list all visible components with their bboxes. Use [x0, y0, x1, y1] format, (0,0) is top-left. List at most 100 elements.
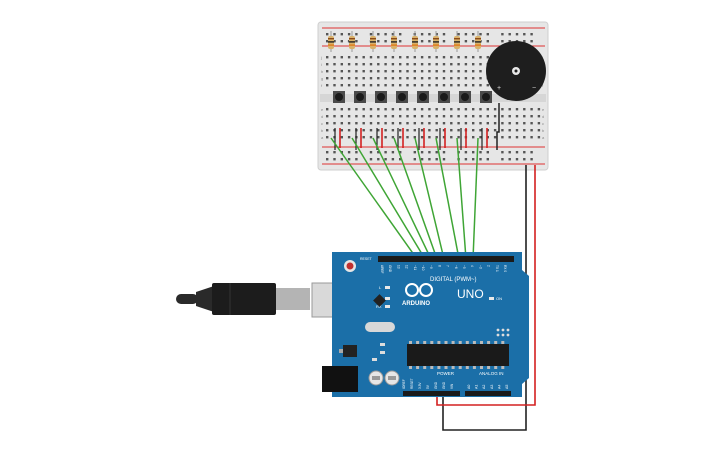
hole — [384, 129, 387, 132]
power-pin-label: GND — [442, 381, 446, 389]
hole — [384, 136, 387, 139]
hole — [493, 129, 497, 132]
pushbutton-cap[interactable] — [356, 93, 364, 101]
pushbutton-cap[interactable] — [461, 93, 469, 101]
hole — [442, 122, 446, 125]
power-header[interactable] — [403, 391, 460, 396]
usb-cable-tail — [176, 294, 198, 304]
hole — [384, 63, 387, 66]
analog-header[interactable] — [465, 391, 511, 396]
signal-wire[interactable] — [456, 137, 467, 260]
analog-pin-label: A5 — [505, 385, 509, 389]
hole — [479, 136, 482, 139]
hole — [326, 63, 329, 66]
row-letter: g — [321, 76, 323, 81]
hole — [523, 33, 526, 36]
hole — [530, 136, 533, 139]
hole — [523, 136, 526, 139]
hole — [464, 108, 468, 111]
signal-wires[interactable] — [330, 137, 479, 260]
resistor-band — [391, 41, 397, 43]
usb-cable[interactable] — [176, 282, 349, 318]
hole — [399, 56, 402, 59]
hole — [442, 84, 446, 87]
signal-wire[interactable] — [435, 137, 460, 260]
hole — [362, 56, 365, 59]
signal-wire[interactable] — [330, 137, 418, 260]
power-wire[interactable] — [436, 165, 536, 406]
hole — [384, 40, 387, 43]
reset-button-cap[interactable] — [346, 262, 354, 270]
power-jack[interactable] — [322, 366, 358, 392]
hole — [326, 56, 329, 59]
buzzer-minus-label: − — [532, 85, 536, 92]
signal-wire[interactable] — [372, 137, 432, 260]
hole — [472, 33, 475, 36]
digital-pin-label: ~6 — [454, 265, 458, 269]
signal-wire[interactable] — [393, 137, 438, 260]
pushbutton-group[interactable] — [333, 91, 492, 150]
smd-1 — [380, 343, 385, 346]
led-tx — [385, 297, 390, 300]
signal-wire[interactable] — [472, 137, 479, 260]
digital-pin-label: ~10 — [421, 265, 425, 271]
signal-wire[interactable] — [351, 137, 426, 260]
hole — [442, 115, 446, 118]
pushbutton-cap[interactable] — [398, 93, 406, 101]
hole — [523, 115, 526, 118]
hole — [523, 122, 526, 125]
atmega-chip — [407, 344, 509, 366]
hole — [508, 40, 511, 43]
hole — [486, 158, 489, 161]
hole — [428, 129, 431, 132]
pushbutton-cap[interactable] — [377, 93, 385, 101]
hole — [340, 33, 343, 36]
hole — [406, 70, 409, 73]
hole — [493, 108, 497, 111]
signal-wire[interactable] — [414, 137, 445, 260]
regulator-tab — [339, 349, 343, 353]
pushbutton-cap[interactable] — [335, 93, 343, 101]
hole — [391, 129, 395, 132]
hole — [464, 122, 468, 125]
hole — [369, 84, 373, 87]
hole — [355, 63, 358, 66]
power-label: POWER — [437, 371, 455, 376]
hole — [508, 136, 511, 139]
digital-header[interactable] — [378, 256, 514, 262]
hole — [523, 129, 526, 132]
pushbutton-cap[interactable] — [419, 93, 427, 101]
hole — [391, 136, 395, 139]
hole — [384, 33, 387, 36]
pushbutton-cap[interactable] — [482, 93, 490, 101]
led-l — [385, 286, 390, 289]
hole — [413, 115, 416, 118]
buzzer-ground-link[interactable] — [496, 103, 500, 150]
resistor-group[interactable] — [328, 31, 481, 52]
hole — [428, 40, 431, 43]
hole — [442, 70, 446, 73]
chip-leg — [465, 366, 469, 369]
power-pin-label: 3.3V — [418, 382, 422, 389]
hole — [515, 151, 519, 154]
icsp-header — [496, 328, 510, 337]
hole — [537, 122, 541, 125]
usb-plug-body — [212, 283, 276, 315]
hole — [413, 158, 416, 161]
hole — [450, 56, 453, 59]
chip-leg — [487, 366, 491, 369]
hole — [384, 115, 387, 118]
hole — [333, 151, 336, 154]
hole — [369, 129, 373, 132]
hole — [472, 122, 475, 125]
hole — [355, 151, 358, 154]
piezo-buzzer[interactable]: + − — [486, 41, 546, 101]
hole — [340, 158, 343, 161]
pushbutton-cap[interactable] — [440, 93, 448, 101]
hole — [347, 84, 351, 87]
hole — [399, 84, 402, 87]
hole — [413, 136, 416, 139]
hole — [450, 84, 453, 87]
